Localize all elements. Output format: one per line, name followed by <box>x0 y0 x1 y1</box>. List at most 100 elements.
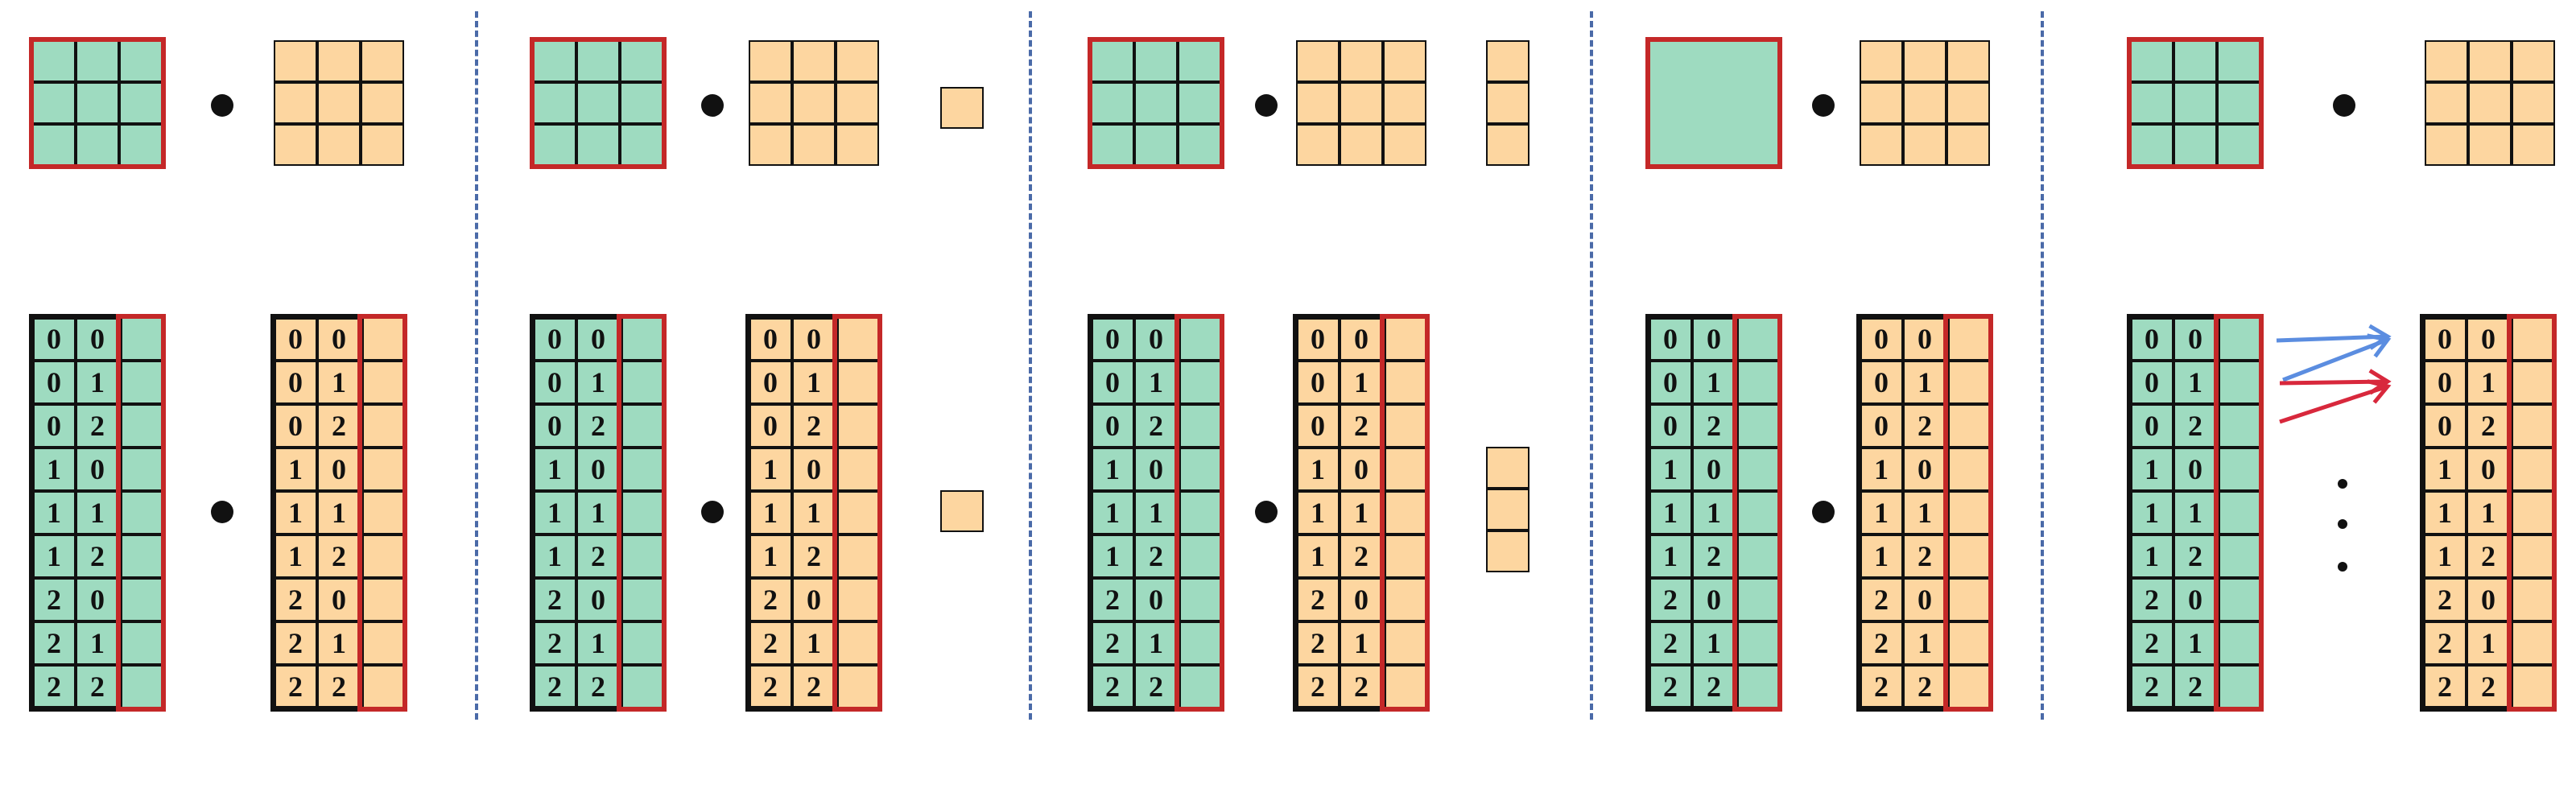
kernel-grid-cell <box>749 124 792 166</box>
kernel-column-cell <box>836 448 879 491</box>
offset-cell: 2 <box>32 578 76 621</box>
kernel-offset-cell: 2 <box>317 535 361 578</box>
kernel-offset-cell: 2 <box>1860 665 1903 708</box>
offset-cell: 1 <box>2130 448 2174 491</box>
neighbor-column-cell <box>2217 621 2260 665</box>
kernel-offset-cell: 0 <box>2423 317 2467 361</box>
kernel-grid-cell <box>2512 124 2555 166</box>
neighbor-grid-cell <box>1134 82 1178 124</box>
dot-product-icon <box>211 501 233 523</box>
kernel-offset-cell: 0 <box>1903 317 1946 361</box>
offset-cell: 2 <box>2174 404 2217 448</box>
kernel-grid-cell <box>749 82 792 124</box>
kernel-column-cell <box>2510 491 2553 535</box>
neighbor-column-cell <box>1736 404 1779 448</box>
kernel-grid-cell <box>2468 82 2512 124</box>
neighbor-grid-cell <box>2130 40 2174 82</box>
kernel-offset-cell: 2 <box>749 665 792 708</box>
neighbor-grid-cell <box>2174 82 2217 124</box>
kernel-offset-cell: 0 <box>317 317 361 361</box>
neighbor-grid-cell <box>1736 124 1779 166</box>
neighbor-grid-cell <box>1178 124 1221 166</box>
offset-cell: 2 <box>576 535 620 578</box>
kernel-offset-cell: 0 <box>2423 404 2467 448</box>
arrow-red-2 <box>2279 379 2392 424</box>
kernel-grid-cell <box>1946 124 1990 166</box>
offset-cell: 1 <box>1649 535 1692 578</box>
offset-cell: 1 <box>1091 535 1134 578</box>
offset-cell: 2 <box>2130 621 2174 665</box>
kernel-column-cell <box>361 535 404 578</box>
kernel-offset-cell: 0 <box>274 404 317 448</box>
offset-cell: 2 <box>2130 578 2174 621</box>
kernel-offset-cell: 1 <box>2423 491 2467 535</box>
arrow-blue-2 <box>2282 333 2392 382</box>
kernel-offset-cell: 0 <box>749 361 792 404</box>
offset-cell: 1 <box>1692 491 1736 535</box>
kernel-offset-cell: 0 <box>1903 448 1946 491</box>
kernel-offset-cell: 2 <box>1296 621 1340 665</box>
offset-cell: 1 <box>1091 448 1134 491</box>
kernel-grid-cell <box>274 82 317 124</box>
neighbor-column-cell <box>1736 535 1779 578</box>
neighbor-column-cell <box>620 491 663 535</box>
kernel-grid-cell <box>1296 82 1340 124</box>
offset-cell: 0 <box>32 317 76 361</box>
kernel-offset-cell: 0 <box>274 361 317 404</box>
kernel-offset-cell: 1 <box>274 535 317 578</box>
kernel-offset-cell: 0 <box>749 317 792 361</box>
kernel-offset-cell: 0 <box>1296 317 1340 361</box>
kernel-column-cell <box>1383 578 1426 621</box>
offset-cell: 0 <box>533 404 576 448</box>
kernel-offset-cell: 1 <box>1903 491 1946 535</box>
kernel-offset-cell: 1 <box>1340 361 1383 404</box>
kernel-offset-cell: 2 <box>317 404 361 448</box>
kernel-offset-cell: 1 <box>792 361 836 404</box>
dot-product-icon <box>1255 501 1278 523</box>
offset-cell: 1 <box>1134 361 1178 404</box>
kernel-offset-cell: 0 <box>1340 448 1383 491</box>
kernel-offset-cell: 1 <box>749 535 792 578</box>
neighbor-grid-cell <box>1736 40 1779 82</box>
dot-product-icon <box>2333 94 2355 117</box>
kernel-weight-cell <box>940 490 984 532</box>
kernel-offset-cell: 2 <box>317 665 361 708</box>
kernel-grid-cell <box>1383 82 1426 124</box>
kernel-offset-cell: 1 <box>749 491 792 535</box>
neighbor-column-cell <box>119 404 163 448</box>
offset-cell: 1 <box>533 448 576 491</box>
kernel-column-cell <box>1383 448 1426 491</box>
kernel-weight-cell <box>1486 447 1530 489</box>
kernel-grid-cell <box>2425 124 2468 166</box>
dot-product-icon <box>701 94 724 117</box>
offset-cell: 2 <box>533 621 576 665</box>
kernel-grid-cell <box>361 82 404 124</box>
dot-product-icon <box>211 94 233 117</box>
kernel-weight-cell <box>1486 530 1530 572</box>
kernel-offset-cell: 0 <box>1903 578 1946 621</box>
kernel-grid-cell <box>1383 40 1426 82</box>
neighbor-grid-cell <box>32 82 76 124</box>
neighbor-grid-cell <box>1178 40 1221 82</box>
kernel-offset-cell: 2 <box>1340 535 1383 578</box>
kernel-offset-cell: 1 <box>317 621 361 665</box>
kernel-grid-cell <box>274 40 317 82</box>
kernel-offset-cell: 1 <box>792 621 836 665</box>
offset-cell: 0 <box>533 361 576 404</box>
neighbor-column-cell <box>1178 578 1221 621</box>
kernel-grid-cell <box>317 124 361 166</box>
offset-cell: 1 <box>32 491 76 535</box>
neighbor-grid-cell <box>1649 82 1692 124</box>
offset-cell: 0 <box>1091 361 1134 404</box>
neighbor-column-cell <box>119 361 163 404</box>
kernel-offset-cell: 1 <box>2467 621 2510 665</box>
kernel-grid-cell <box>1340 40 1383 82</box>
kernel-offset-cell: 2 <box>749 621 792 665</box>
neighbor-column-cell <box>1178 621 1221 665</box>
kernel-grid-cell <box>1340 82 1383 124</box>
offset-cell: 2 <box>76 404 119 448</box>
panel-separator <box>1029 11 1032 720</box>
neighbor-grid-cell <box>533 124 576 166</box>
